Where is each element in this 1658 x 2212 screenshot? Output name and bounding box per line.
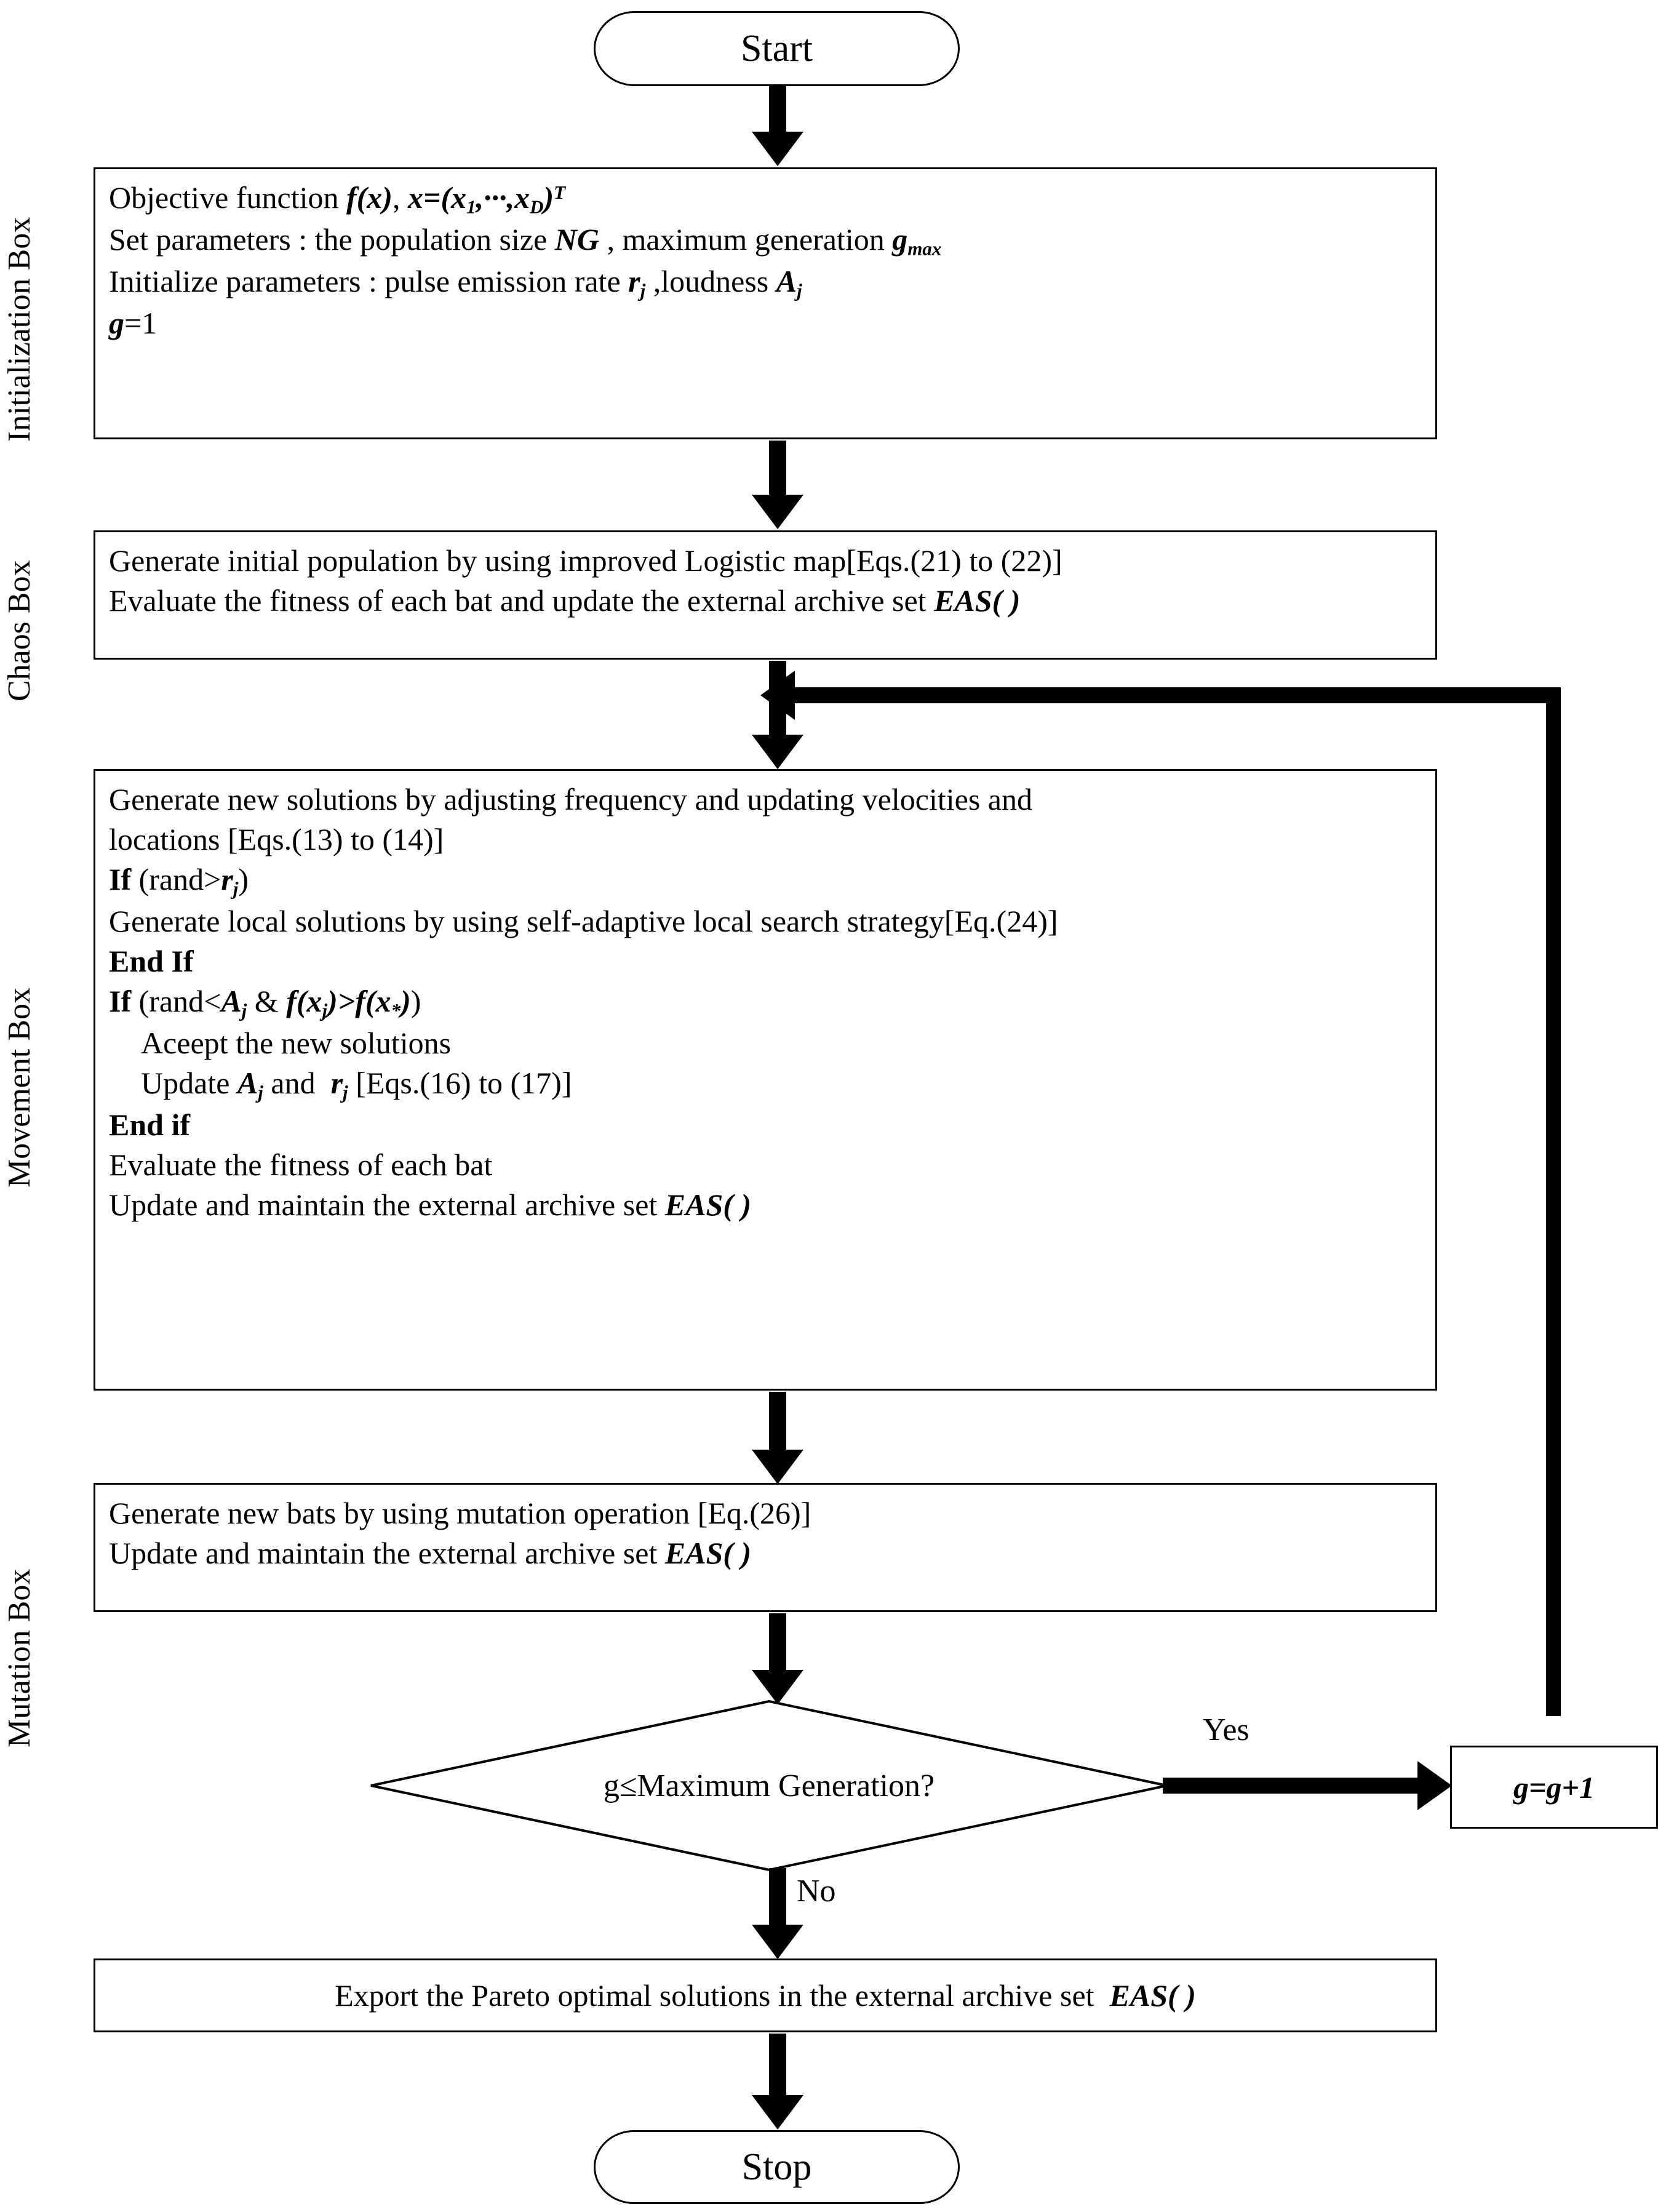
initialization-line-4: g=1 — [109, 305, 157, 340]
section-label-movement: Movement Box — [2, 988, 37, 1188]
node-export[interactable]: Export the Pareto optimal solutions in t… — [94, 1958, 1437, 2032]
node-stop-label: Stop — [741, 2146, 812, 2188]
mutation-line-1: Generate new bats by using mutation oper… — [109, 1496, 811, 1530]
initialization-line-2: Set parameters : the population size NG … — [109, 222, 942, 260]
node-decision-label: g≤Maximum Generation? — [603, 1768, 935, 1803]
node-initialization[interactable]: Objective function f(x), x=(x1,···,xD)T … — [94, 167, 1437, 439]
node-start[interactable]: Start — [594, 11, 960, 86]
edge-label-no: No — [797, 1874, 836, 1909]
feedback-loop-riser — [1546, 687, 1561, 1716]
movement-line-5: End If — [109, 943, 194, 978]
movement-line-8: Update Aj and rj [Eqs.(16) to (17)] — [141, 1065, 572, 1103]
chaos-line-1: Generate initial population by using imp… — [109, 543, 1062, 578]
movement-line-7: Aceept the new solutions — [141, 1025, 452, 1060]
node-increment-label: g=g+1 — [1513, 1770, 1595, 1805]
movement-line-11: Update and maintain the external archive… — [109, 1187, 752, 1222]
node-mutation[interactable]: Generate new bats by using mutation oper… — [94, 1483, 1437, 1612]
initialization-line-1: Objective function f(x), x=(x1,···,xD)T — [109, 180, 566, 218]
arrow-initialization-to-chaos — [752, 441, 803, 530]
feedback-loop-arrow — [760, 671, 1561, 720]
movement-line-4: Generate local solutions by using self-a… — [109, 903, 1058, 938]
node-stop[interactable]: Stop — [594, 2130, 960, 2204]
chaos-line-2: Evaluate the fitness of each bat and upd… — [109, 583, 1021, 618]
node-chaos[interactable]: Generate initial population by using imp… — [94, 530, 1437, 660]
arrow-start-to-initialization — [752, 86, 803, 166]
edge-label-yes: Yes — [1203, 1712, 1249, 1747]
movement-line-6: If (rand<Aj & f(xj)>f(x*)) — [109, 983, 421, 1021]
movement-line-9: End if — [109, 1107, 191, 1142]
section-label-mutation: Mutation Box — [2, 1568, 37, 1747]
arrow-movement-to-mutation — [752, 1392, 803, 1484]
arrow-decision-no — [752, 1868, 803, 1959]
section-label-chaos: Chaos Box — [2, 560, 37, 701]
arrow-decision-yes — [1163, 1761, 1452, 1810]
initialization-line-3: Initialize parameters : pulse emission r… — [109, 263, 802, 301]
movement-line-10: Evaluate the fitness of each bat — [109, 1147, 493, 1182]
node-start-label: Start — [740, 27, 813, 70]
movement-line-3: If (rand>rj) — [109, 862, 249, 900]
node-movement[interactable]: Generate new solutions by adjusting freq… — [94, 769, 1437, 1391]
export-line-1: Export the Pareto optimal solutions in t… — [335, 1978, 1196, 2013]
mutation-line-2: Update and maintain the external archive… — [109, 1536, 752, 1570]
section-label-initialization: Initialization Box — [2, 217, 37, 442]
movement-line-1: Generate new solutions by adjusting freq… — [109, 782, 1032, 817]
movement-line-2: locations [Eqs.(13) to (14)] — [109, 822, 444, 856]
arrow-mutation-to-decision — [752, 1613, 803, 1706]
arrow-export-to-stop — [752, 2034, 803, 2132]
node-increment[interactable]: g=g+1 — [1450, 1746, 1658, 1829]
